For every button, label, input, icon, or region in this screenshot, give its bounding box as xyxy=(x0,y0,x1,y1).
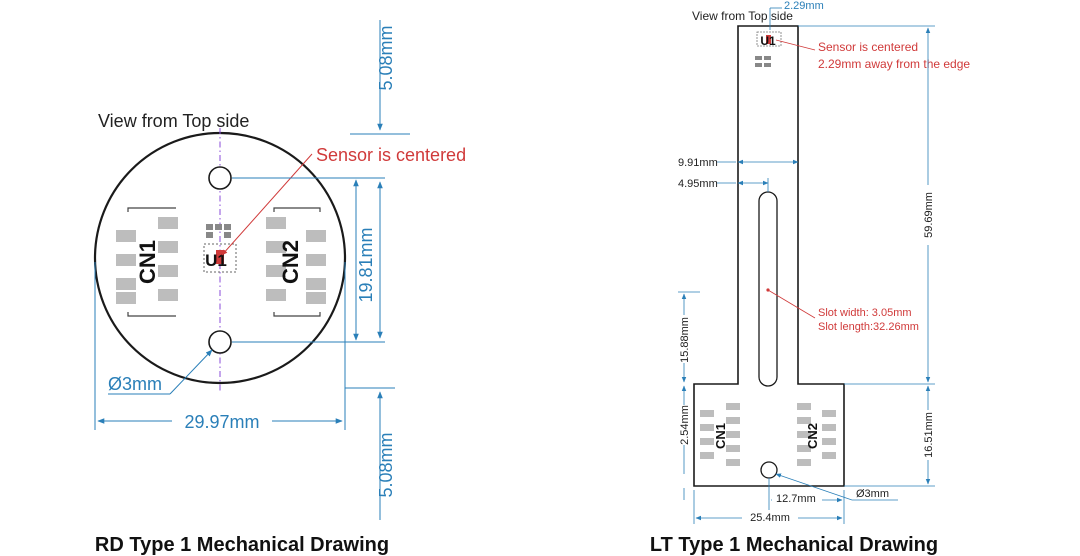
lt-dim-495: 4.95mm xyxy=(678,178,718,190)
lt-cn2-label: CN2 xyxy=(805,423,820,449)
rd-dim-mid: 19.81mm xyxy=(356,227,376,302)
lt-dim-991: 9.91mm xyxy=(678,157,718,169)
lt-dim-127: 12.7mm xyxy=(776,493,816,505)
rd-u1-sensor xyxy=(203,224,237,273)
lt-cn2-footprint xyxy=(797,403,836,466)
lt-caption: LT Type 1 Mechanical Drawing xyxy=(650,534,938,556)
lt-dim-254w: 25.4mm xyxy=(750,512,790,524)
lt-cn1-footprint xyxy=(700,403,740,466)
rd-dim-top: 5.08mm xyxy=(376,25,396,90)
rd-hole-bottom xyxy=(208,330,232,354)
lt-slot-length: Slot length:32.26mm xyxy=(818,321,919,333)
lt-dim-1588: 15.88mm xyxy=(679,317,691,363)
lt-u1-label: U1 xyxy=(760,34,776,48)
lt-hole-callout: Ø3mm xyxy=(856,488,889,500)
lt-dim-1651: 16.51mm xyxy=(923,412,935,458)
lt-dim-edge: 2.29mm xyxy=(784,0,824,12)
rd-cn1-label: CN1 xyxy=(135,240,160,284)
lt-view-label: View from Top side xyxy=(692,9,793,23)
rd-u1-label: U1 xyxy=(205,251,227,270)
rd-drawing: CN1 CN2 U1 View from Top side Sens xyxy=(93,20,466,556)
rd-hole-callout: Ø3mm xyxy=(108,374,162,394)
rd-caption: RD Type 1 Mechanical Drawing xyxy=(95,534,389,556)
lt-slot-width: Slot width: 3.05mm xyxy=(818,307,912,319)
rd-dim-width: 29.97mm xyxy=(184,412,259,432)
rd-cn2-label: CN2 xyxy=(278,240,303,284)
lt-cn1-label: CN1 xyxy=(713,423,728,449)
rd-sensor-leader xyxy=(221,153,313,256)
lt-dim-254: 2.54mm xyxy=(679,405,691,445)
rd-cn1-footprint xyxy=(116,207,178,317)
lt-sensor-note-1: Sensor is centered xyxy=(818,40,918,54)
rd-view-label: View from Top side xyxy=(98,111,249,131)
lt-board-outline xyxy=(693,25,845,487)
lt-sensor-note-2: 2.29mm away from the edge xyxy=(818,57,970,71)
rd-dim-bottom: 5.08mm xyxy=(376,432,396,497)
rd-cn2-footprint xyxy=(266,207,326,317)
lt-dim-5969: 59.69mm xyxy=(923,192,935,238)
lt-hole xyxy=(760,461,778,479)
lt-drawing: U1 CN1 CN2 View from Top xyxy=(650,0,971,556)
lt-u1-sensor xyxy=(755,31,782,67)
lt-sensor-leader xyxy=(775,39,816,51)
rd-hole-top xyxy=(208,166,232,190)
rd-sensor-note: Sensor is centered xyxy=(316,145,466,165)
